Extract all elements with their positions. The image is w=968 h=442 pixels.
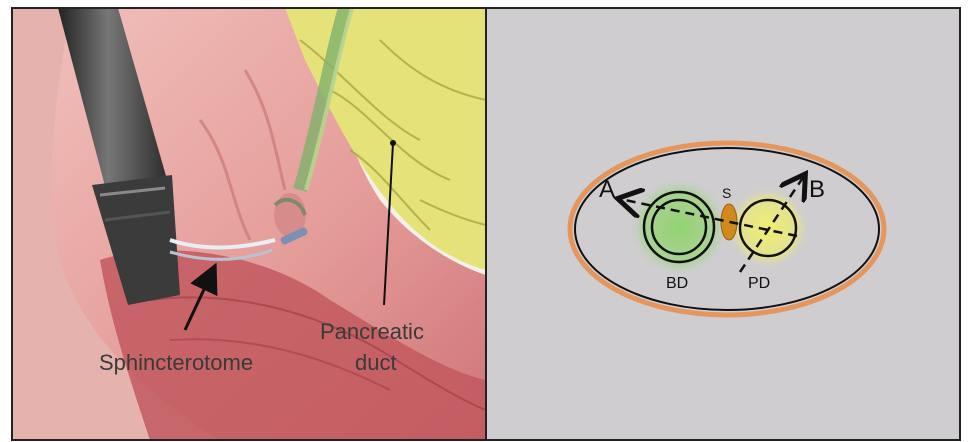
right-schematic-panel: A B S BD PD [486,8,960,440]
label-pancreatic-duct-line2: duct [355,350,397,375]
pancreatic-duct-pointer-dot [390,140,396,146]
label-a: A [599,176,615,203]
label-bd: BD [666,275,688,292]
left-illustration-panel: Sphincterotome Pancreatic duct [12,8,486,440]
label-b: B [809,176,825,203]
label-sphincterotome: Sphincterotome [99,350,253,375]
label-pancreatic-duct-line1: Pancreatic [320,319,424,344]
label-s: S [722,185,731,201]
label-pd: PD [748,275,770,292]
